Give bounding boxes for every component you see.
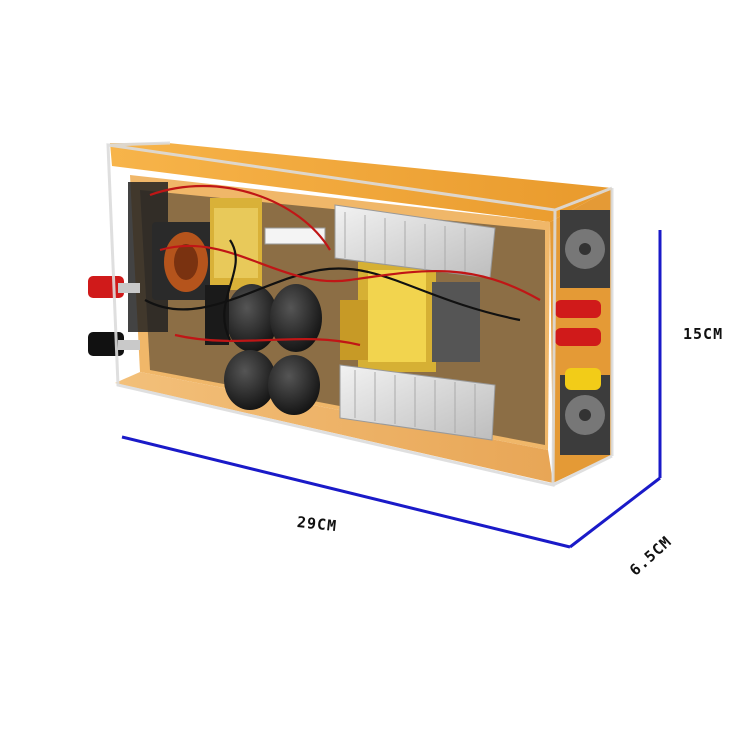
dimension-lines	[121, 230, 662, 549]
heatsink-bottom	[339, 364, 496, 441]
inductor-coil	[152, 222, 214, 300]
case-bottom-panel	[115, 372, 553, 483]
heatsink-top	[334, 204, 496, 279]
wiring	[144, 184, 541, 347]
white-connector	[264, 227, 326, 245]
fan-top	[560, 210, 610, 288]
acrylic-cover	[106, 141, 614, 487]
output-terminals	[555, 300, 601, 390]
length-dimension-line	[121, 435, 571, 549]
small-transformer	[210, 198, 262, 290]
capacitor-bank	[205, 284, 322, 415]
input-terminal-black	[88, 332, 140, 356]
main-transformer	[340, 262, 480, 372]
depth-dimension-line	[569, 476, 661, 549]
height-label: 15CM	[683, 325, 724, 343]
